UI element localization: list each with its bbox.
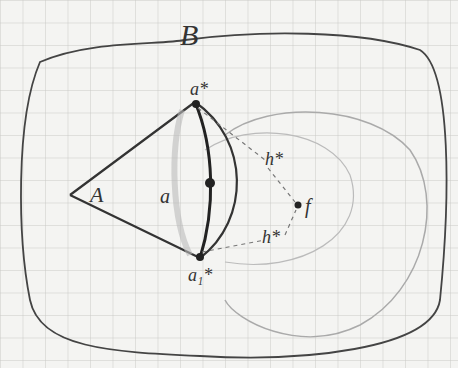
point xyxy=(205,178,215,188)
set-outline xyxy=(70,102,200,258)
set-arc xyxy=(195,102,237,258)
point xyxy=(196,253,204,261)
math-label: h* xyxy=(265,150,283,168)
level-curve xyxy=(205,133,353,265)
math-label: h* xyxy=(262,228,280,246)
dashed-line xyxy=(198,108,296,252)
math-label: a* xyxy=(190,80,208,98)
point xyxy=(295,202,302,209)
shading xyxy=(174,110,190,255)
math-label: B xyxy=(180,20,198,50)
math-label: A xyxy=(90,184,103,206)
math-label: f xyxy=(305,196,311,216)
level-curve xyxy=(225,112,427,337)
math-label: a xyxy=(160,186,170,206)
math-label: a₁* xyxy=(188,266,212,284)
point xyxy=(192,100,200,108)
region-boundary xyxy=(21,33,447,357)
